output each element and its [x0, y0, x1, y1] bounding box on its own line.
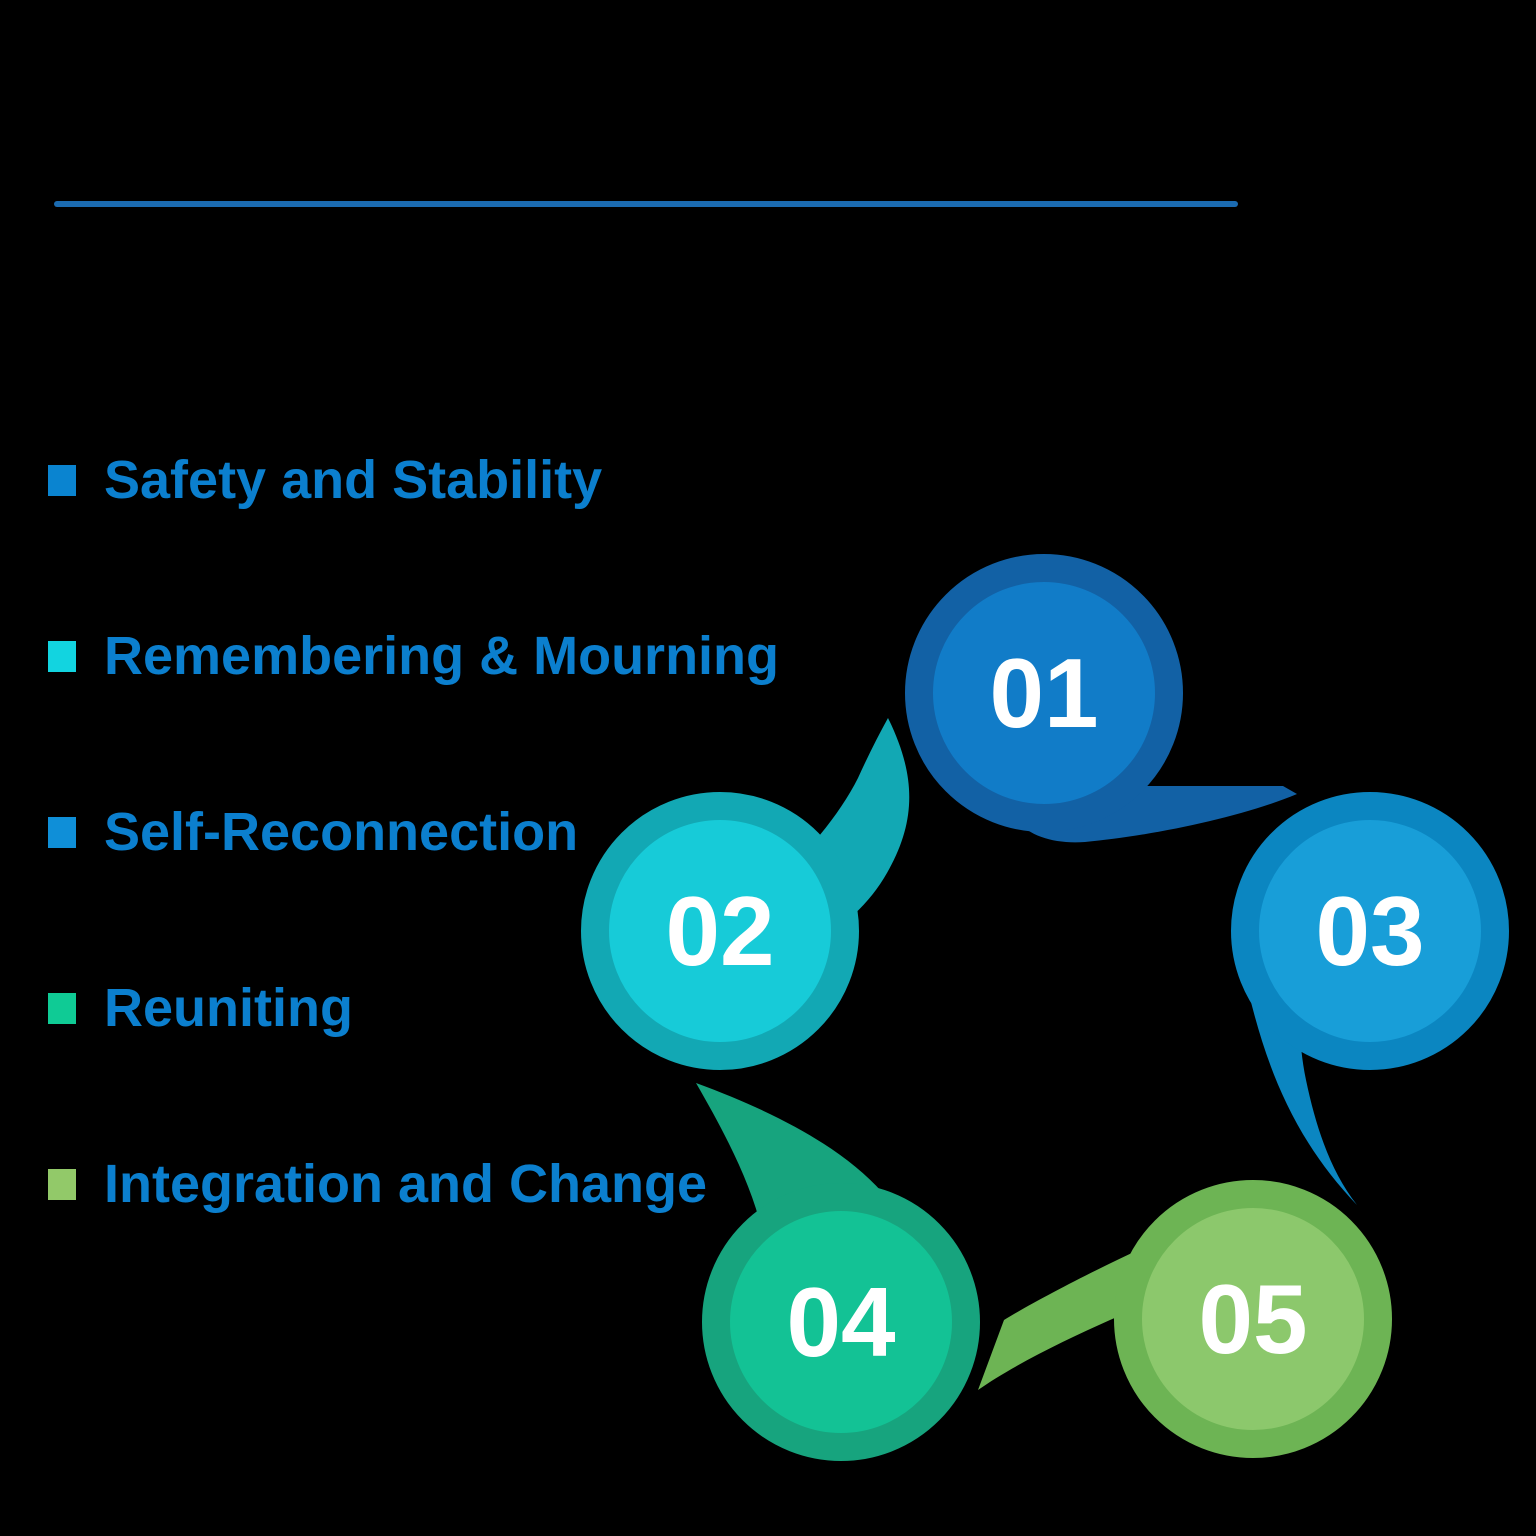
connector-tail-step-03	[1248, 990, 1357, 1205]
legend-item-self-reconnection: Self-Reconnection	[48, 802, 578, 862]
connector-tail-step-05	[978, 1238, 1165, 1390]
legend-item-remembering-mourning: Remembering & Mourning	[48, 626, 779, 686]
legend-label: Reuniting	[104, 978, 353, 1038]
step-number: 05	[1198, 1264, 1308, 1374]
legend-label: Remembering & Mourning	[104, 626, 780, 686]
title-underline	[54, 201, 1238, 207]
legend-item-reuniting: Reuniting	[48, 978, 353, 1038]
cycle-step-circle-01: 01	[905, 554, 1183, 832]
legend-bullet-square	[48, 816, 76, 848]
legend-item-integration-and-change: Integration and Change	[48, 1154, 707, 1214]
step-number: 04	[786, 1267, 896, 1377]
step-number: 01	[989, 638, 1099, 748]
legend-label: Self-Reconnection	[104, 802, 579, 862]
legend-label: Integration and Change	[104, 1154, 708, 1214]
cycle-step-circle-05: 05	[1114, 1180, 1392, 1458]
cycle-step-circle-03: 03	[1231, 792, 1509, 1070]
legend-bullet-square	[48, 1168, 76, 1200]
legend-bullet-square	[48, 464, 76, 496]
legend-bullet-square	[48, 640, 76, 672]
legend-label: Safety and Stability	[104, 450, 603, 510]
cycle-step-circle-02: 02	[581, 792, 859, 1070]
legend-item-safety-and-stability: Safety and Stability	[48, 450, 602, 510]
step-number: 03	[1315, 876, 1425, 986]
legend-bullet-square	[48, 992, 76, 1024]
step-number: 02	[665, 876, 775, 986]
cycle-step-circle-04: 04	[702, 1183, 980, 1461]
